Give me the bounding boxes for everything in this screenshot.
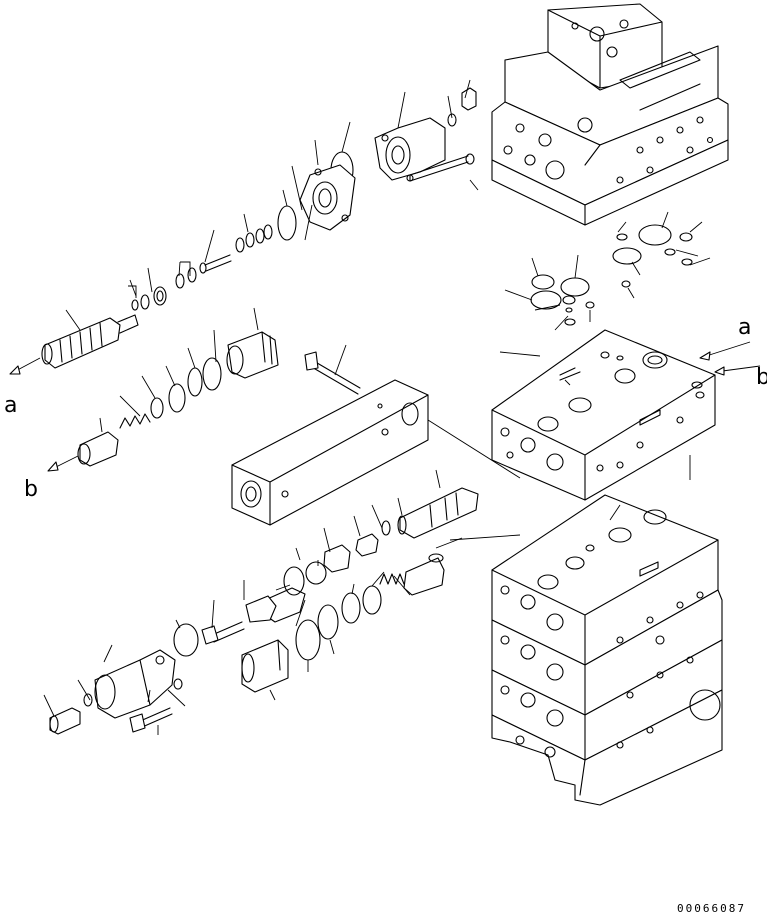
seal-cluster-right	[612, 211, 711, 299]
valve-section-middle	[491, 329, 761, 501]
label-a-left: a	[4, 393, 17, 418]
middle-relief-assembly	[47, 307, 279, 472]
seal-cluster-left	[504, 254, 595, 331]
valve-body-top	[491, 3, 729, 226]
label-b-left: b	[24, 477, 38, 502]
top-solenoid-assembly	[9, 79, 479, 375]
valve-stack-bottom	[491, 494, 723, 806]
lower-solenoid-assembly	[43, 537, 463, 735]
label-a-right: a	[738, 315, 751, 340]
label-b-right: b	[756, 365, 767, 390]
case-block	[231, 344, 521, 541]
drawing-number: 00066087	[677, 902, 746, 915]
center-spool	[323, 469, 479, 573]
